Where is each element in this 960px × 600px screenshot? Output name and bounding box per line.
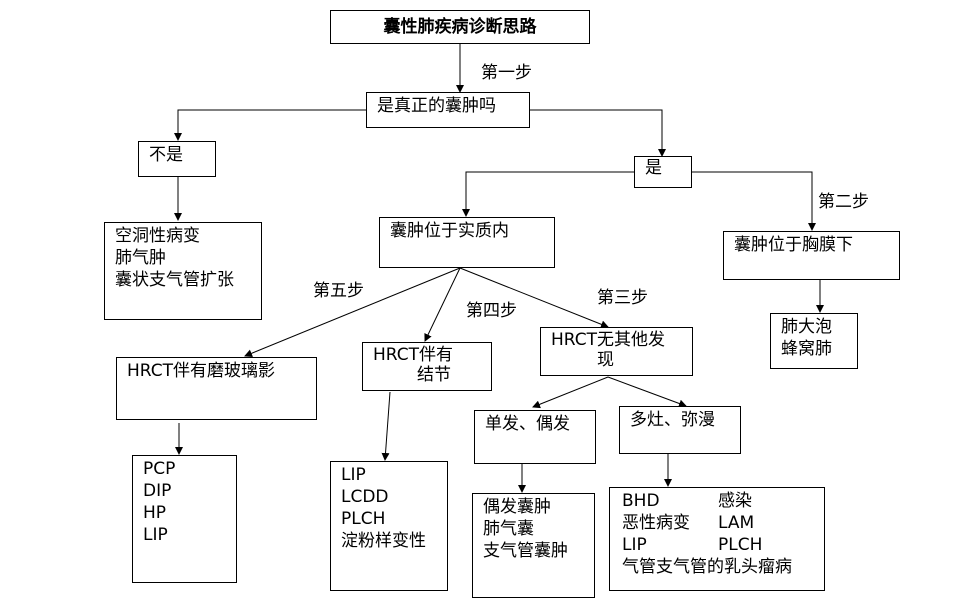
multi-row-2: 恶性病变 LAM xyxy=(622,512,824,534)
hrct-nodule-box: HRCT伴有 结节 xyxy=(362,342,492,391)
pleura-text: 囊肿位于胸膜下 xyxy=(734,235,853,255)
step4-label: 第四步 xyxy=(466,301,517,321)
hrct-nodule-line1: HRCT伴有 xyxy=(373,345,454,365)
no-item-1: 空洞性病变 xyxy=(115,226,200,246)
hrct-nodule-line2: 结节 xyxy=(417,365,451,385)
single-box: 单发、偶发 xyxy=(474,410,596,464)
nodule-item-3: PLCH xyxy=(341,509,386,529)
no-items-box: 空洞性病变 肺气肿 囊状支气管扩张 xyxy=(104,222,262,320)
parenchyma-text: 囊肿位于实质内 xyxy=(390,221,509,241)
arrow-parenchyma-none xyxy=(459,267,609,329)
multi-text: 多灶、弥漫 xyxy=(630,410,715,430)
nodule-items-box: LIP LCDD PLCH 淀粉样变性 xyxy=(330,461,448,591)
pleura-item-1: 肺大泡 xyxy=(781,317,832,337)
step2-label: 第二步 xyxy=(818,192,869,212)
diagram-title: 囊性肺疾病诊断思路 xyxy=(330,10,590,44)
step3-label: 第三步 xyxy=(597,288,648,308)
pleura-box: 囊肿位于胸膜下 xyxy=(723,231,900,280)
multi-row-1: BHD 感染 xyxy=(622,490,824,512)
arrow-yes-parenchyma xyxy=(462,171,634,217)
ggo-items-box: PCP DIP HP LIP xyxy=(132,455,237,583)
answer-no-text: 不是 xyxy=(149,145,183,165)
nodule-item-4: 淀粉样变性 xyxy=(341,531,426,551)
diagram-title-text: 囊性肺疾病诊断思路 xyxy=(383,17,537,37)
arrow-q1-no xyxy=(174,109,366,141)
ggo-item-4: LIP xyxy=(143,525,168,545)
arrow-none-single xyxy=(532,376,609,409)
arrow-none-multi xyxy=(607,376,687,408)
hrct-none-box: HRCT无其他发 现 xyxy=(540,327,693,376)
ggo-item-1: PCP xyxy=(143,459,176,479)
hrct-ggo-box: HRCT伴有磨玻璃影 xyxy=(116,357,317,420)
arrow-q1-yes xyxy=(530,109,666,157)
multi-item-2b: LAM xyxy=(718,513,755,533)
multi-item-2a: 恶性病变 xyxy=(622,513,690,533)
multi-row-3: LIP PLCH xyxy=(622,534,824,556)
multi-box: 多灶、弥漫 xyxy=(619,406,741,454)
multi-item-3b: PLCH xyxy=(718,535,763,555)
ggo-item-2: DIP xyxy=(143,481,172,501)
single-text: 单发、偶发 xyxy=(485,414,570,434)
single-item-2: 肺气囊 xyxy=(483,519,534,539)
arrow-nodule-items xyxy=(381,391,391,461)
hrct-none-line1: HRCT无其他发 xyxy=(551,330,666,350)
single-item-3: 支气管囊肿 xyxy=(483,541,568,561)
multi-item-1b: 感染 xyxy=(718,491,752,511)
hrct-ggo-text: HRCT伴有磨玻璃影 xyxy=(127,361,276,381)
multi-items-box: BHD 感染 恶性病变 LAM LIP PLCH 气管支气管的乳头瘤病 xyxy=(609,487,825,591)
nodule-item-1: LIP xyxy=(341,465,366,485)
ggo-item-3: HP xyxy=(143,503,167,523)
arrow-parenchyma-ggo xyxy=(244,267,461,358)
hrct-none-line2: 现 xyxy=(597,350,614,370)
question-true-cyst-text: 是真正的囊肿吗 xyxy=(377,96,496,116)
single-item-1: 偶发囊肿 xyxy=(483,497,551,517)
nodule-item-2: LCDD xyxy=(341,487,389,507)
multi-item-3a: LIP xyxy=(622,535,647,555)
arrow-yes-pleura xyxy=(691,171,816,231)
answer-yes: 是 xyxy=(634,156,692,188)
single-items-box: 偶发囊肿 肺气囊 支气管囊肿 xyxy=(472,493,595,598)
step1-label: 第一步 xyxy=(481,63,532,83)
answer-no: 不是 xyxy=(138,141,216,177)
no-item-3: 囊状支气管扩张 xyxy=(115,270,234,290)
multi-item-last: 气管支气管的乳头瘤病 xyxy=(622,557,792,577)
step5-label: 第五步 xyxy=(313,281,364,301)
multi-item-1a: BHD xyxy=(622,491,660,511)
answer-yes-text: 是 xyxy=(645,158,662,178)
parenchyma-box: 囊肿位于实质内 xyxy=(379,217,555,268)
pleura-items-box: 肺大泡 蜂窝肺 xyxy=(770,313,858,369)
question-true-cyst: 是真正的囊肿吗 xyxy=(366,92,530,128)
arrow-parenchyma-nodule xyxy=(424,267,461,342)
pleura-item-2: 蜂窝肺 xyxy=(781,339,832,359)
no-item-2: 肺气肿 xyxy=(115,248,166,268)
